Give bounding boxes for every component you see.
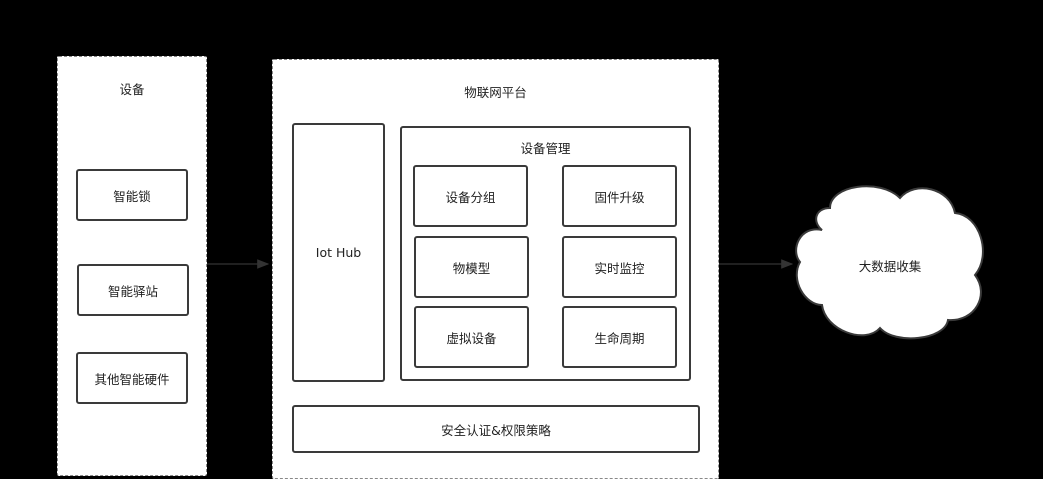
device-other-hardware: 其他智能硬件 [76, 352, 188, 404]
dm-virtual-device: 虚拟设备 [414, 306, 529, 368]
dm-realtime-monitoring: 实时监控 [562, 236, 677, 298]
dm-thing-model: 物模型 [414, 236, 529, 298]
dm-firmware-upgrade: 固件升级 [562, 165, 677, 227]
devices-panel-title: 设备 [119, 82, 145, 97]
device-management-title: 设备管理 [520, 141, 571, 156]
dm-device-grouping: 设备分组 [413, 165, 528, 227]
iot-platform-title: 物联网平台 [464, 85, 527, 100]
devices-panel: 设备 智能锁 智能驿站 其他智能硬件 [57, 56, 207, 476]
device-management-group: 设备管理 设备分组 固件升级 物模型 实时监控 虚拟设备 生命周期 [400, 126, 691, 381]
device-smart-lock: 智能锁 [76, 169, 188, 221]
device-smart-station: 智能驿站 [77, 264, 189, 316]
iot-hub-box: Iot Hub [292, 123, 385, 382]
big-data-label: 大数据收集 [858, 259, 922, 274]
dm-lifecycle: 生命周期 [562, 306, 677, 368]
iot-platform-panel: 物联网平台 Iot Hub 设备管理 设备分组 固件升级 物模型 实时监控 虚拟… [272, 59, 719, 479]
big-data-cloud-shape [795, 185, 984, 340]
security-auth-box: 安全认证&权限策略 [292, 405, 700, 453]
connector-layer [207, 185, 984, 340]
